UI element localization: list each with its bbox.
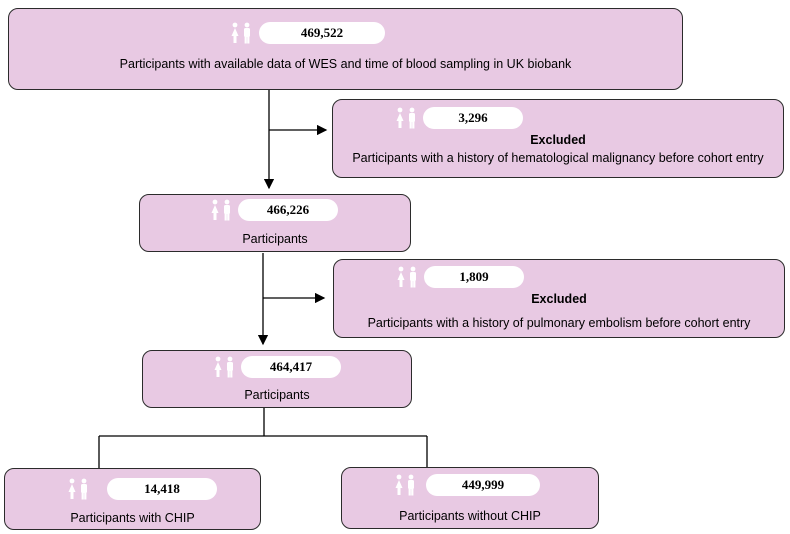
- participants-box-3: 464,417 Participants: [142, 350, 412, 408]
- count-pill: 14,418: [107, 478, 217, 500]
- male-female-icon: [395, 474, 414, 496]
- count-pill: 3,296: [423, 107, 523, 129]
- count-pill: 1,809: [424, 266, 524, 288]
- male-female-icon: [396, 107, 415, 129]
- count-pill: 449,999: [426, 474, 540, 496]
- box-label: Participants with a history of hematolog…: [352, 151, 764, 165]
- box-label: Participants with CHIP: [70, 511, 195, 525]
- excluded-hematological-box: 3,296 Excluded Participants with a histo…: [332, 99, 784, 178]
- excluded-title: Excluded: [530, 133, 586, 147]
- count-pill: 466,226: [238, 199, 338, 221]
- box-label: Participants: [242, 232, 308, 246]
- male-female-icon: [397, 266, 416, 288]
- box-label: Participants without CHIP: [399, 509, 541, 523]
- box-label: Participants with a history of pulmonary…: [367, 316, 751, 330]
- male-female-icon: [211, 199, 230, 221]
- box-label: Participants with available data of WES …: [119, 57, 572, 71]
- chip-box: 14,418 Participants with CHIP: [4, 468, 261, 530]
- male-female-icon: [68, 478, 87, 500]
- no-chip-box: 449,999 Participants without CHIP: [341, 467, 599, 529]
- box-label: Participants: [244, 388, 310, 402]
- total-participants-box: 469,522 Participants with available data…: [8, 8, 683, 90]
- male-female-icon: [214, 356, 233, 378]
- participants-box-2: 466,226 Participants: [139, 194, 411, 252]
- count-pill: 469,522: [259, 22, 385, 44]
- male-female-icon: [231, 22, 250, 44]
- excluded-pulmonary-embolism-box: 1,809 Excluded Participants with a histo…: [333, 259, 785, 338]
- excluded-title: Excluded: [531, 292, 587, 306]
- count-pill: 464,417: [241, 356, 341, 378]
